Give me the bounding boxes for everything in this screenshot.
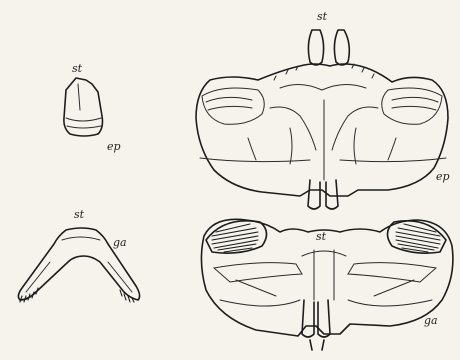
label-ep-small: ep xyxy=(107,140,121,153)
label-st-small-top: st xyxy=(72,62,83,75)
large-galea-drawing xyxy=(201,219,452,350)
small-epistome-drawing xyxy=(64,78,103,136)
label-st-large-bottom: st xyxy=(316,230,327,243)
label-ga-large: ga xyxy=(424,314,438,327)
label-st-large-top: st xyxy=(317,10,328,23)
label-ga-small: ga xyxy=(113,236,127,249)
label-st-small-bottom: st xyxy=(74,208,85,221)
label-ep-large: ep xyxy=(436,170,450,183)
large-epistome-drawing xyxy=(196,30,448,209)
